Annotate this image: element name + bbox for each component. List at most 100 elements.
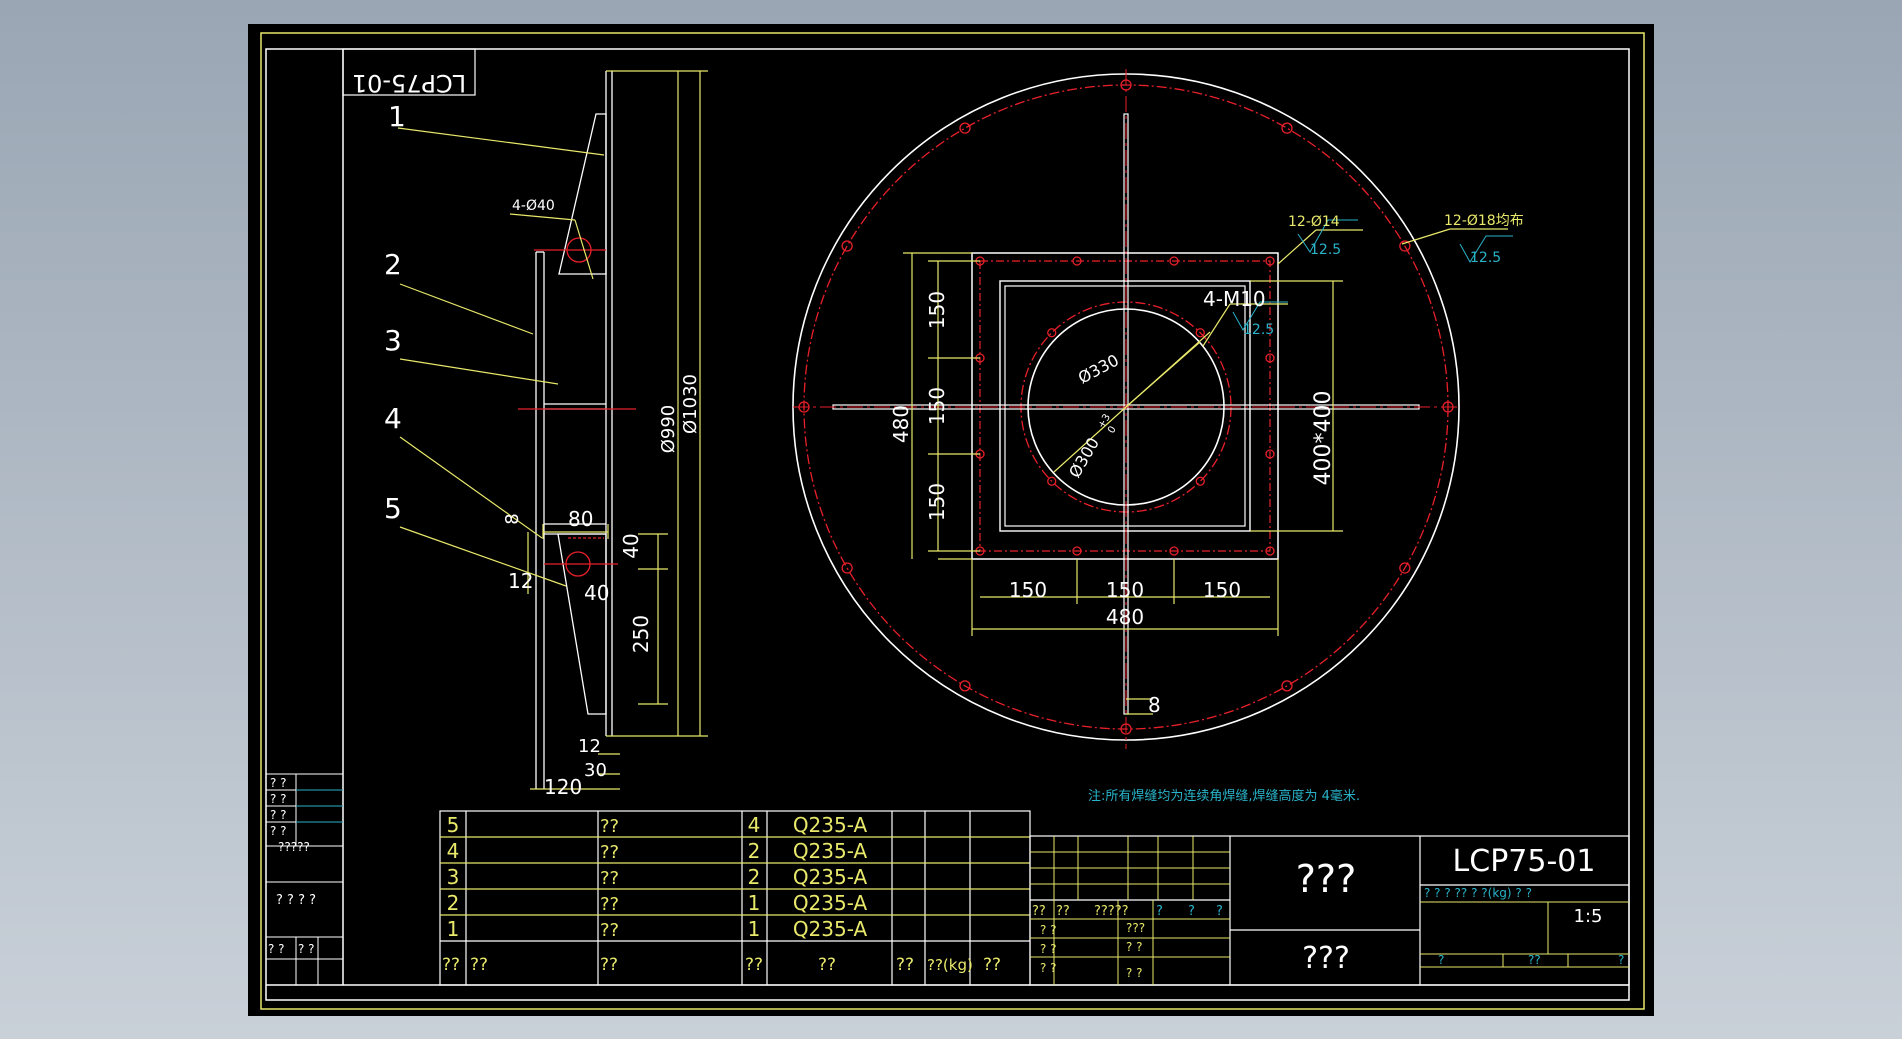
strip-label: ? ? — [298, 942, 315, 956]
bottom-dim-150-mid: 150 — [1106, 578, 1144, 602]
bottom-dim-150-right: 150 — [1203, 578, 1241, 602]
bom-header-weight: ??(kg) — [927, 956, 973, 974]
bom-header-remark: ?? — [983, 955, 1001, 975]
dim-8-bar: 8 — [1148, 693, 1161, 717]
tb-label: ????? — [1094, 904, 1129, 919]
bom-no: 2 — [447, 891, 460, 915]
bom-material: Q235-A — [793, 865, 868, 889]
square-bolt-hole — [1265, 256, 1275, 266]
outer-bolt-hole — [1281, 680, 1293, 692]
mirrored-drawing-number: LCP75-01 — [352, 69, 466, 97]
bom-header: ?? ?? ?? ?? ?? ?? ??(kg) ?? — [442, 955, 1001, 975]
dim-40: 40 — [584, 581, 609, 605]
bom-header-unit-weight: ?? — [896, 955, 914, 975]
tapped-holes — [1047, 328, 1205, 486]
tb-label: ? — [1188, 904, 1195, 919]
dim-8: 8 — [502, 513, 523, 524]
bom-table: 5 ?? 4 Q235-A 4 ?? 2 Q235-A 3 ?? 2 Q235-… — [439, 810, 1031, 986]
bom-header-name: ?? — [600, 955, 618, 975]
tapped-hole — [1047, 476, 1057, 486]
bom-header-material: ?? — [818, 955, 836, 975]
outer-bolt-hole — [959, 122, 971, 134]
title-block: ??? ??? LCP75-01 ? ? ? ?? ? ?(kg) ? ? 1:… — [1029, 835, 1630, 986]
inner-square — [999, 280, 1251, 532]
scale-value: 1:5 — [1574, 906, 1603, 927]
bom-material: Q235-A — [793, 839, 868, 863]
square-bolt-line — [979, 260, 1271, 552]
tapped-hole — [1195, 476, 1205, 486]
bom-row: 1 ?? 1 Q235-A — [447, 917, 868, 941]
drawing-title: ??? — [1296, 857, 1357, 901]
tb-sub-label: ? ? — [1040, 942, 1057, 956]
square-bolt-hole — [1265, 546, 1275, 556]
outer-frame — [260, 32, 1645, 1010]
square-bolt-hole — [1072, 256, 1082, 266]
bom-row: 5 ?? 4 Q235-A — [447, 813, 868, 837]
tapped-holes-callout: 4-M10 — [1203, 287, 1266, 311]
callout-3: 3 — [384, 324, 402, 357]
strip-label: ? ? — [268, 942, 285, 956]
outer-bolt-hole — [1399, 562, 1411, 574]
left-dim-150-bottom: 150 — [925, 483, 949, 521]
bom-qty: 2 — [748, 839, 761, 863]
roughness-2: 12.5 — [1470, 250, 1501, 266]
info-header: ? ? ? ?? ? ?(kg) ? ? — [1424, 886, 1532, 900]
callout-4: 4 — [384, 402, 402, 435]
dim-d300-tol-lower: 0 — [1106, 424, 1119, 435]
bom-row: 4 ?? 2 Q235-A — [447, 839, 868, 863]
dim-80: 80 — [568, 507, 593, 531]
left-dim-150-mid: 150 — [925, 387, 949, 425]
bom-material: Q235-A — [793, 813, 868, 837]
outer-bolt-hole — [959, 680, 971, 692]
tapped-hole — [1047, 328, 1057, 338]
sheet-right: ? — [1618, 953, 1624, 967]
outer-square — [971, 252, 1279, 560]
left-dim-150-top: 150 — [925, 291, 949, 329]
dim-40-vertical: 40 — [619, 533, 643, 558]
tb-label: ? — [1216, 904, 1223, 919]
bom-no: 4 — [447, 839, 460, 863]
tb-sub-val: ? ? — [1126, 966, 1143, 980]
square-bolt-hole — [1072, 546, 1082, 556]
outer-bolt-hole — [1399, 240, 1411, 252]
mirrored-number-box — [342, 48, 476, 96]
roughness-symbols — [1232, 219, 1513, 331]
square-bolt-hole — [1169, 256, 1179, 266]
side-view — [518, 70, 708, 789]
tb-sub-val: ? ? — [1126, 940, 1143, 954]
side-callouts: 1 2 3 4 5 4-Ø40 Ø990 Ø1030 80 8 40 12 40… — [384, 100, 701, 799]
dim-12: 12 — [508, 569, 533, 593]
bom-header-no: ?? — [442, 955, 460, 975]
bottom-dim-480: 480 — [1106, 605, 1144, 629]
bom-material: Q235-A — [793, 891, 868, 915]
bom-qty: 4 — [748, 813, 761, 837]
left-dim-480: 480 — [889, 405, 913, 443]
dim-d990: Ø990 — [658, 405, 679, 454]
tb-label: ?? — [1056, 904, 1070, 919]
bom-no: 3 — [447, 865, 460, 889]
tb-sub-label: ? ? — [1040, 961, 1057, 975]
sheet-mid: ?? — [1528, 953, 1541, 967]
dim-12-bottom: 12 — [578, 736, 601, 757]
front-view: Ø330 Ø300 +3 0 12-Ø14 12.5 12-Ø18均布 12.5… — [792, 69, 1524, 749]
bom-header-code: ?? — [470, 955, 488, 975]
roughness-1: 12.5 — [1310, 242, 1341, 258]
weld-note: 注:所有焊缝均为连续角焊缝,焊缝高度为 4毫米. — [1088, 788, 1360, 804]
strip-label: ? ? — [270, 776, 287, 790]
tb-sub-label: ? ? — [1040, 923, 1057, 937]
bom-material: Q235-A — [793, 917, 868, 941]
inner-square-2 — [1004, 285, 1246, 527]
bottom-dim-150-left: 150 — [1009, 578, 1047, 602]
square-bolt-hole — [1169, 546, 1179, 556]
cad-viewport[interactable]: LCP75-01 — [248, 24, 1654, 1016]
strip-label: ? ? — [270, 808, 287, 822]
outer-bolt-hole — [841, 240, 853, 252]
bom-qty: 2 — [748, 865, 761, 889]
drawing-number: LCP75-01 — [1453, 844, 1596, 879]
bom-header-qty: ?? — [745, 955, 763, 975]
dim-120: 120 — [544, 775, 582, 799]
inner-frame — [265, 48, 1630, 1001]
bom-name: ?? — [600, 920, 619, 941]
callout-1: 1 — [388, 100, 406, 133]
tb-sub-val: ??? — [1126, 921, 1145, 935]
